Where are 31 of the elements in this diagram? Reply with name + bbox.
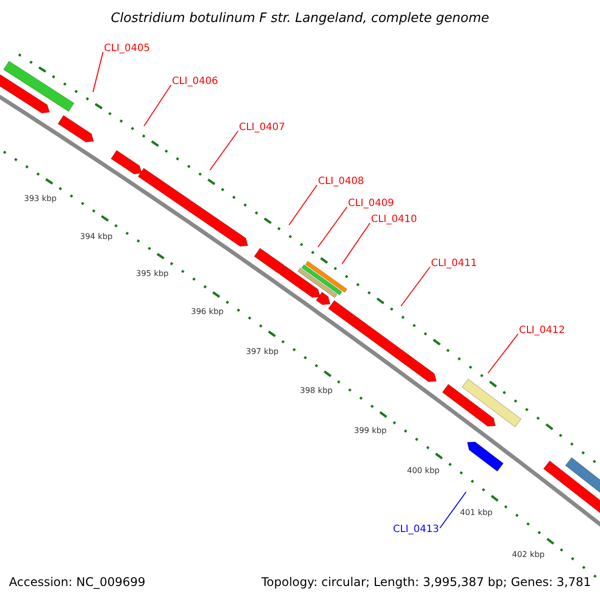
gene-label: CLI_0410 — [371, 215, 417, 225]
title: Clostridium botulinum F str. Langeland, complete genome — [110, 12, 490, 25]
leader-line — [342, 222, 370, 264]
scale-label: 399 kbp — [354, 427, 387, 435]
scale-label: 396 kbp — [191, 308, 224, 316]
gene-label: CLI_0411 — [431, 259, 477, 269]
leader-line — [400, 266, 430, 306]
scale-label: 398 kbp — [300, 387, 333, 395]
leader-line — [488, 334, 518, 374]
gene-label: CLI_0406 — [172, 77, 218, 87]
leader-line — [144, 84, 172, 126]
scale-label: 400 kbp — [407, 467, 440, 475]
genome-summary: Topology: circular; Length: 3,995,387 bp; Genes: 3,781 — [261, 576, 591, 588]
gene-label: CLI_0407 — [239, 123, 285, 133]
gene-label: CLI_0409 — [348, 199, 394, 209]
scale-label: 397 kbp — [246, 348, 279, 356]
gene-label: CLI_0413 — [393, 525, 439, 535]
leader-line — [439, 492, 466, 528]
leader-line — [288, 184, 318, 226]
scale-label: 401 kbp — [460, 509, 493, 517]
accession-text: Accession: NC_009699 — [9, 576, 146, 588]
scale-label: 394 kbp — [80, 233, 113, 241]
leader-line — [92, 52, 104, 92]
gene-label: CLI_0412 — [519, 326, 565, 336]
scale-label: 402 kbp — [512, 551, 545, 559]
gene-label: CLI_0405 — [104, 44, 150, 54]
leader-line — [318, 206, 348, 248]
scale-label: 393 kbp — [24, 195, 57, 203]
gene-label: CLI_0408 — [318, 177, 364, 187]
scale-label: 395 kbp — [136, 270, 169, 278]
leader-line — [210, 130, 238, 170]
